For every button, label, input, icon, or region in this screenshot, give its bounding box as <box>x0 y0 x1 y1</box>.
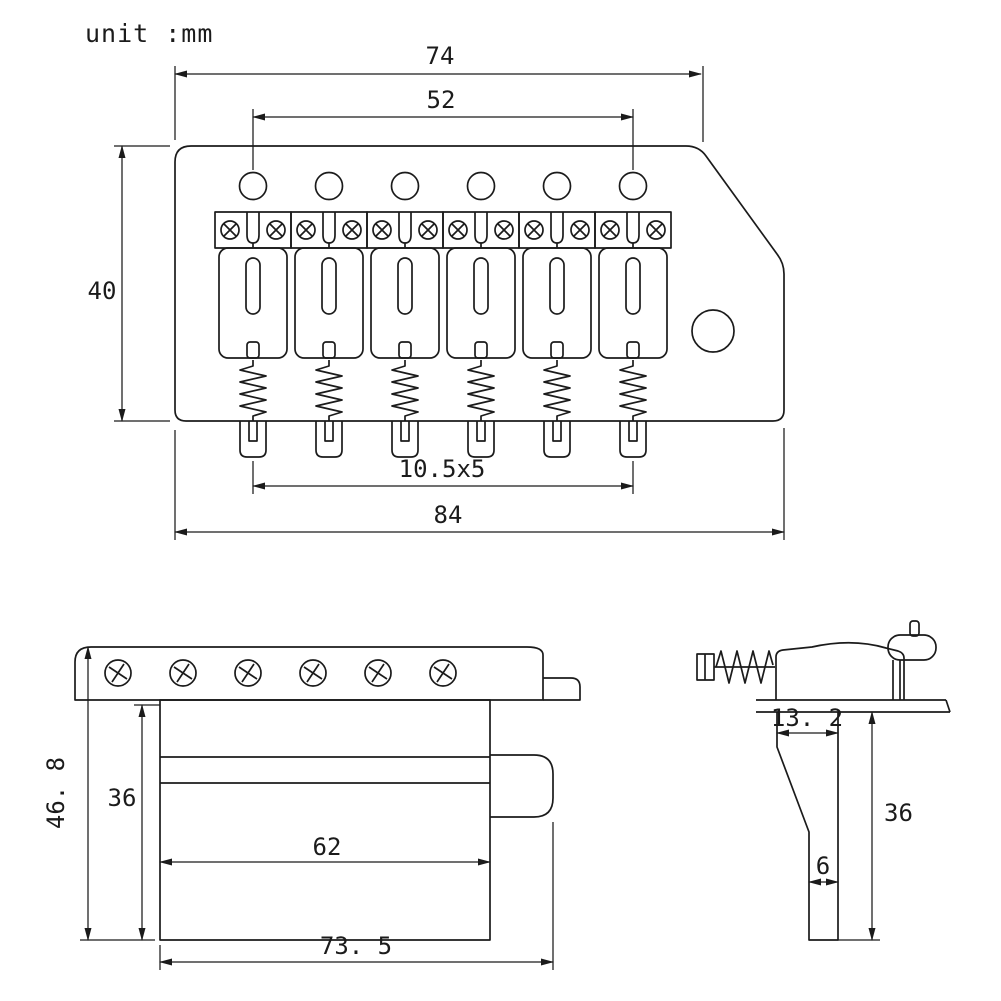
side-view-dimensions <box>776 711 880 941</box>
saddle-spring <box>467 359 495 422</box>
dim-label-52: 52 <box>427 86 456 114</box>
string-hole <box>618 171 648 201</box>
top-view-dimensions <box>114 66 785 540</box>
saddle-unit <box>442 211 520 359</box>
saddle-unit <box>594 211 672 359</box>
dim-label-13-2: 13. 2 <box>771 704 843 732</box>
string-hook <box>619 420 647 458</box>
saddle-spring <box>391 359 419 422</box>
block-side-tab <box>490 754 554 818</box>
bridge-plate-outline <box>174 145 785 422</box>
block-side-profile <box>776 712 839 941</box>
saddle-unit <box>366 211 444 359</box>
string-hole <box>238 171 268 201</box>
front-view-dimensions <box>80 646 554 970</box>
mounting-screw <box>234 659 262 687</box>
dim-label-74: 74 <box>426 42 455 70</box>
string-hook <box>391 420 419 458</box>
dim-label-36-side: 36 <box>884 799 913 827</box>
string-hole <box>314 171 344 201</box>
saddle-profile <box>775 641 905 700</box>
dim-label-62: 62 <box>313 833 342 861</box>
side-view <box>696 620 951 941</box>
saddle-unit <box>518 211 596 359</box>
tremolo-arm-hole <box>691 309 735 353</box>
mounting-screw <box>299 659 327 687</box>
saddle-unit <box>290 211 368 359</box>
string-hook <box>543 420 571 458</box>
string-hole <box>466 171 496 201</box>
mounting-screw <box>104 659 132 687</box>
string-hole <box>542 171 572 201</box>
saddle-spring <box>543 359 571 422</box>
plate-end <box>945 699 951 713</box>
dim-label-6: 6 <box>816 852 830 880</box>
string-hook <box>315 420 343 458</box>
mounting-screw <box>169 659 197 687</box>
lock-pin <box>909 620 920 637</box>
string-hook <box>239 420 267 458</box>
dim-label-46-8: 46. 8 <box>42 757 70 829</box>
dim-label-40: 40 <box>88 277 117 305</box>
dim-label-84: 84 <box>434 501 463 529</box>
string-lock-barrel <box>887 634 937 661</box>
unit-label: unit :mm <box>85 19 213 48</box>
saddle-spring <box>315 359 343 422</box>
saddle-spring <box>239 359 267 422</box>
string-hook <box>467 420 495 458</box>
front-view <box>74 646 581 941</box>
saddle-spring <box>619 359 647 422</box>
top-view <box>174 145 785 458</box>
plate-step <box>543 677 581 701</box>
mounting-screw <box>364 659 392 687</box>
intonation-spring <box>715 650 774 684</box>
top-plate <box>74 646 544 701</box>
string-hole <box>390 171 420 201</box>
mounting-screw <box>429 659 457 687</box>
dim-label-73-5: 73. 5 <box>320 932 392 960</box>
sustain-block <box>159 699 491 941</box>
dim-label-pitch: 10.5x5 <box>399 455 486 483</box>
dim-label-36-front: 36 <box>108 784 137 812</box>
saddle-unit <box>214 211 292 359</box>
